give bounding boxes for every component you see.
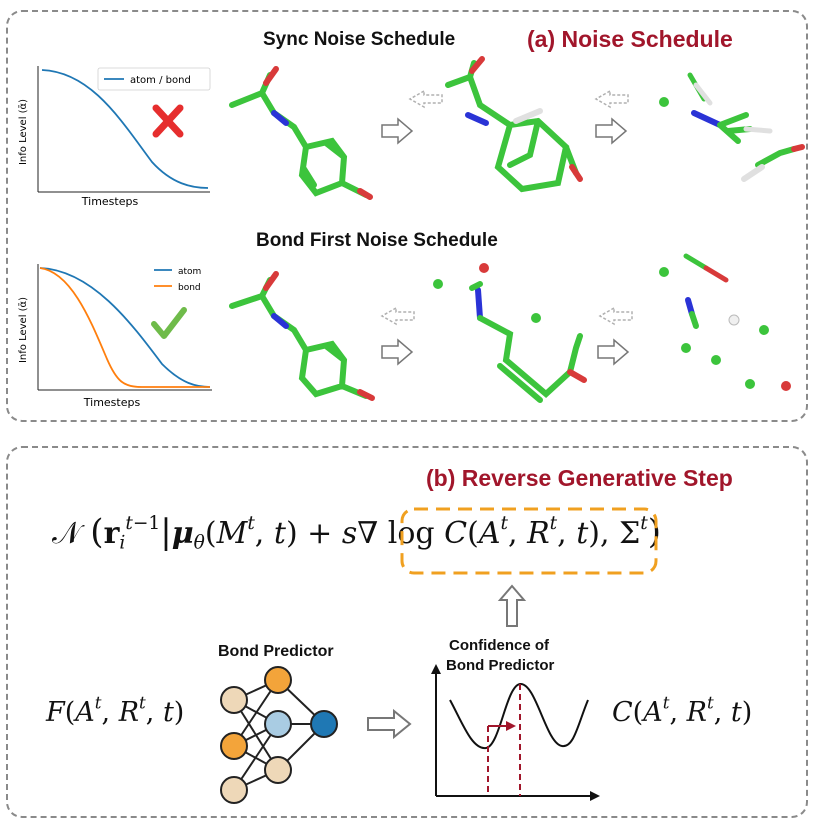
- x-axis-label: Timesteps: [81, 195, 139, 208]
- legend-label-atom: atom: [178, 267, 201, 277]
- sync-schedule-chart: atom / bond Timesteps Info Level (ᾱ): [18, 66, 211, 208]
- confidence-label-line1: Confidence of: [449, 637, 549, 654]
- panel-b-label: (b) Reverse Generative Step: [426, 465, 733, 491]
- y-axis-label: Info Level (ᾱ): [18, 99, 29, 165]
- legend-label-bond: bond: [178, 283, 201, 293]
- guidance-term-highlight: [400, 507, 658, 575]
- sync-molecule-sequence: [229, 56, 805, 200]
- noisy-molecule: [445, 56, 583, 193]
- panel-a-label: (a) Noise Schedule: [527, 26, 733, 52]
- red-x-icon: [152, 104, 184, 138]
- reverse-step-equation: 𝒩 (rit−1|μθ(Mt, t) + s∇ log C(At, Rt, t)…: [52, 512, 662, 554]
- legend-label: atom / bond: [130, 75, 191, 86]
- partially-noised-molecule: [433, 263, 587, 403]
- bond-predictor-label: Bond Predictor: [218, 643, 334, 660]
- bond-first-molecule-sequence: [229, 253, 791, 403]
- reverse-arrow-icon: [594, 89, 629, 109]
- forward-arrow-icon: [597, 338, 630, 366]
- x-axis-label: Timesteps: [83, 396, 141, 409]
- reverse-step-panel: [6, 446, 808, 818]
- scattered-molecule: [659, 72, 805, 182]
- bond-curve: [39, 267, 210, 388]
- noise-schedule-panel: [6, 10, 808, 422]
- bond-first-schedule-title: Bond First Noise Schedule: [256, 230, 498, 251]
- forward-arrow-icon: [381, 117, 414, 145]
- bond-predictor-input-expr: F(At, Rt, t): [46, 692, 185, 728]
- reverse-arrow-icon: [598, 306, 633, 326]
- reverse-arrow-icon: [408, 89, 443, 109]
- forward-arrow-icon: [381, 338, 414, 366]
- atom-curve: [39, 267, 211, 388]
- clean-molecule: [229, 271, 375, 401]
- sync-schedule-title: Sync Noise Schedule: [263, 29, 456, 50]
- bond-predictor-network-icon: [220, 666, 338, 804]
- right-arrow-icon: [367, 708, 412, 740]
- atom-bond-curve: [41, 69, 209, 189]
- scattered-atoms: [659, 253, 791, 391]
- up-arrow-icon: [497, 584, 527, 627]
- legend-box: [97, 67, 211, 91]
- y-axis-label: Info Level (ᾱ): [18, 297, 29, 363]
- clean-molecule: [229, 66, 373, 200]
- reverse-arrow-icon: [380, 306, 415, 326]
- bond-first-schedule-chart: atom bond Timesteps Info Level (ᾱ): [18, 264, 212, 409]
- confidence-label-line2: Bond Predictor: [446, 657, 555, 674]
- confidence-landscape-plot: [431, 664, 600, 801]
- green-check-icon: [151, 307, 187, 339]
- forward-arrow-icon: [595, 117, 628, 145]
- confidence-output-expr: C(At, Rt, t): [612, 692, 753, 728]
- gradient-step-arrow: [506, 721, 516, 731]
